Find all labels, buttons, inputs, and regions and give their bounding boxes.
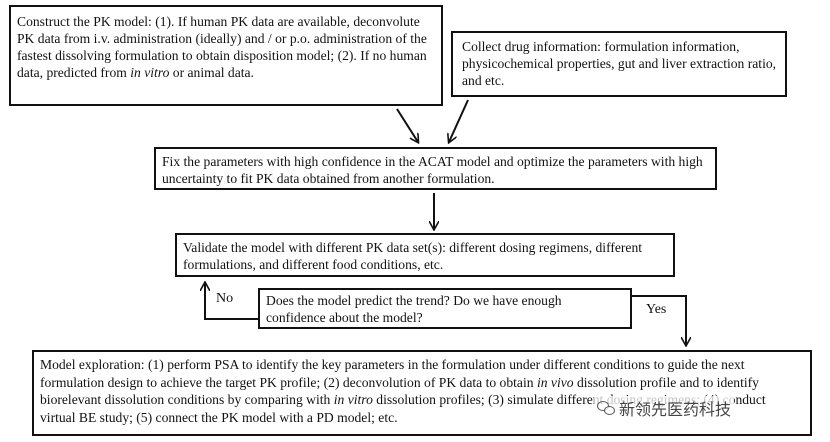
construct-pk-model-text: Construct the PK model: (1). If human PK…: [17, 14, 427, 80]
construct-pk-model-box: Construct the PK model: (1). If human PK…: [9, 5, 443, 106]
no-label: No: [216, 291, 234, 306]
predict-trend-text: Does the model predict the trend? Do we …: [266, 293, 562, 325]
collect-drug-info-box: Collect drug information: formulation in…: [451, 31, 787, 97]
fix-parameters-box: Fix the parameters with high confidence …: [154, 147, 717, 190]
validate-model-text: Validate the model with different PK dat…: [183, 240, 643, 272]
predict-trend-decision-box: Does the model predict the trend? Do we …: [258, 288, 632, 329]
arrow-no-loop: [205, 283, 258, 320]
arrow-yes: [632, 295, 686, 345]
watermark-text: 新领先医药科技: [619, 400, 732, 419]
arrow-construct-to-fix: [396, 108, 418, 142]
fix-parameters-text: Fix the parameters with high confidence …: [162, 154, 703, 186]
model-exploration-box: Model exploration: (1) perform PSA to id…: [32, 350, 812, 436]
validate-model-box: Validate the model with different PK dat…: [175, 233, 675, 277]
arrow-collect-to-fix: [449, 99, 469, 142]
watermark: 新领先医药科技: [594, 396, 735, 420]
wechat-icon: [597, 401, 615, 415]
yes-label: Yes: [646, 302, 667, 317]
collect-drug-info-text: Collect drug information: formulation in…: [462, 39, 777, 88]
